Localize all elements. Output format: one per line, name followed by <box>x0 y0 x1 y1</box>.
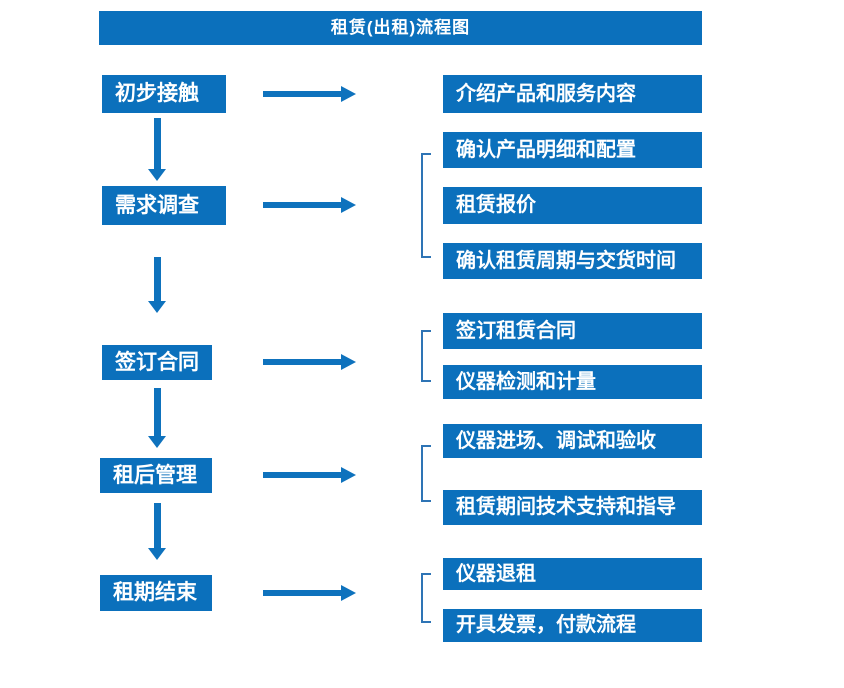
arrow-down-2-head <box>148 301 166 313</box>
detail-confirm-product-details-config: 确认产品明细和配置 <box>443 132 702 168</box>
bracket-group-demand-survey <box>421 153 431 258</box>
step-initial-contact: 初步接触 <box>102 75 226 113</box>
arrow-down-2-shaft <box>154 257 161 301</box>
arrow-right-4-shaft <box>263 472 341 478</box>
bracket-group-post-rental <box>421 445 431 502</box>
arrow-right-4-head <box>341 467 356 483</box>
step-lease-end: 租期结束 <box>100 575 212 611</box>
detail-sign-rental-contract: 签订租赁合同 <box>443 313 702 349</box>
arrow-right-1-head <box>341 86 356 102</box>
step-sign-contract: 签订合同 <box>102 345 212 380</box>
detail-technical-support-during-rental: 租赁期间技术支持和指导 <box>443 490 702 525</box>
bracket-group-lease-end <box>421 573 431 623</box>
detail-rental-quotation: 租赁报价 <box>443 187 702 224</box>
detail-instrument-return: 仪器退租 <box>443 558 702 590</box>
bracket-group-sign-contract <box>421 330 431 382</box>
arrow-down-4-shaft <box>154 503 161 548</box>
arrow-right-3-shaft <box>263 359 341 365</box>
detail-confirm-rental-period-delivery: 确认租赁周期与交货时间 <box>443 243 702 279</box>
detail-invoice-payment-process: 开具发票，付款流程 <box>443 609 702 642</box>
arrow-down-1-shaft <box>154 118 161 169</box>
arrow-down-3-head <box>148 436 166 448</box>
step-post-rental-management: 租后管理 <box>100 458 212 493</box>
arrow-down-4-head <box>148 548 166 560</box>
arrow-right-5-shaft <box>263 590 341 596</box>
detail-introduce-products-services: 介绍产品和服务内容 <box>443 75 702 113</box>
detail-instrument-testing-calibration: 仪器检测和计量 <box>443 365 702 399</box>
arrow-right-3-head <box>341 354 356 370</box>
arrow-right-2-shaft <box>263 202 341 208</box>
step-demand-survey: 需求调查 <box>102 186 226 225</box>
arrow-right-2-head <box>341 197 356 213</box>
detail-instrument-arrival-debug-acceptance: 仪器进场、调试和验收 <box>443 424 702 458</box>
diagram-title: 租赁(出租)流程图 <box>99 11 702 45</box>
arrow-down-1-head <box>148 169 166 181</box>
arrow-right-1-shaft <box>263 91 341 97</box>
arrow-down-3-shaft <box>154 388 161 436</box>
arrow-right-5-head <box>341 585 356 601</box>
